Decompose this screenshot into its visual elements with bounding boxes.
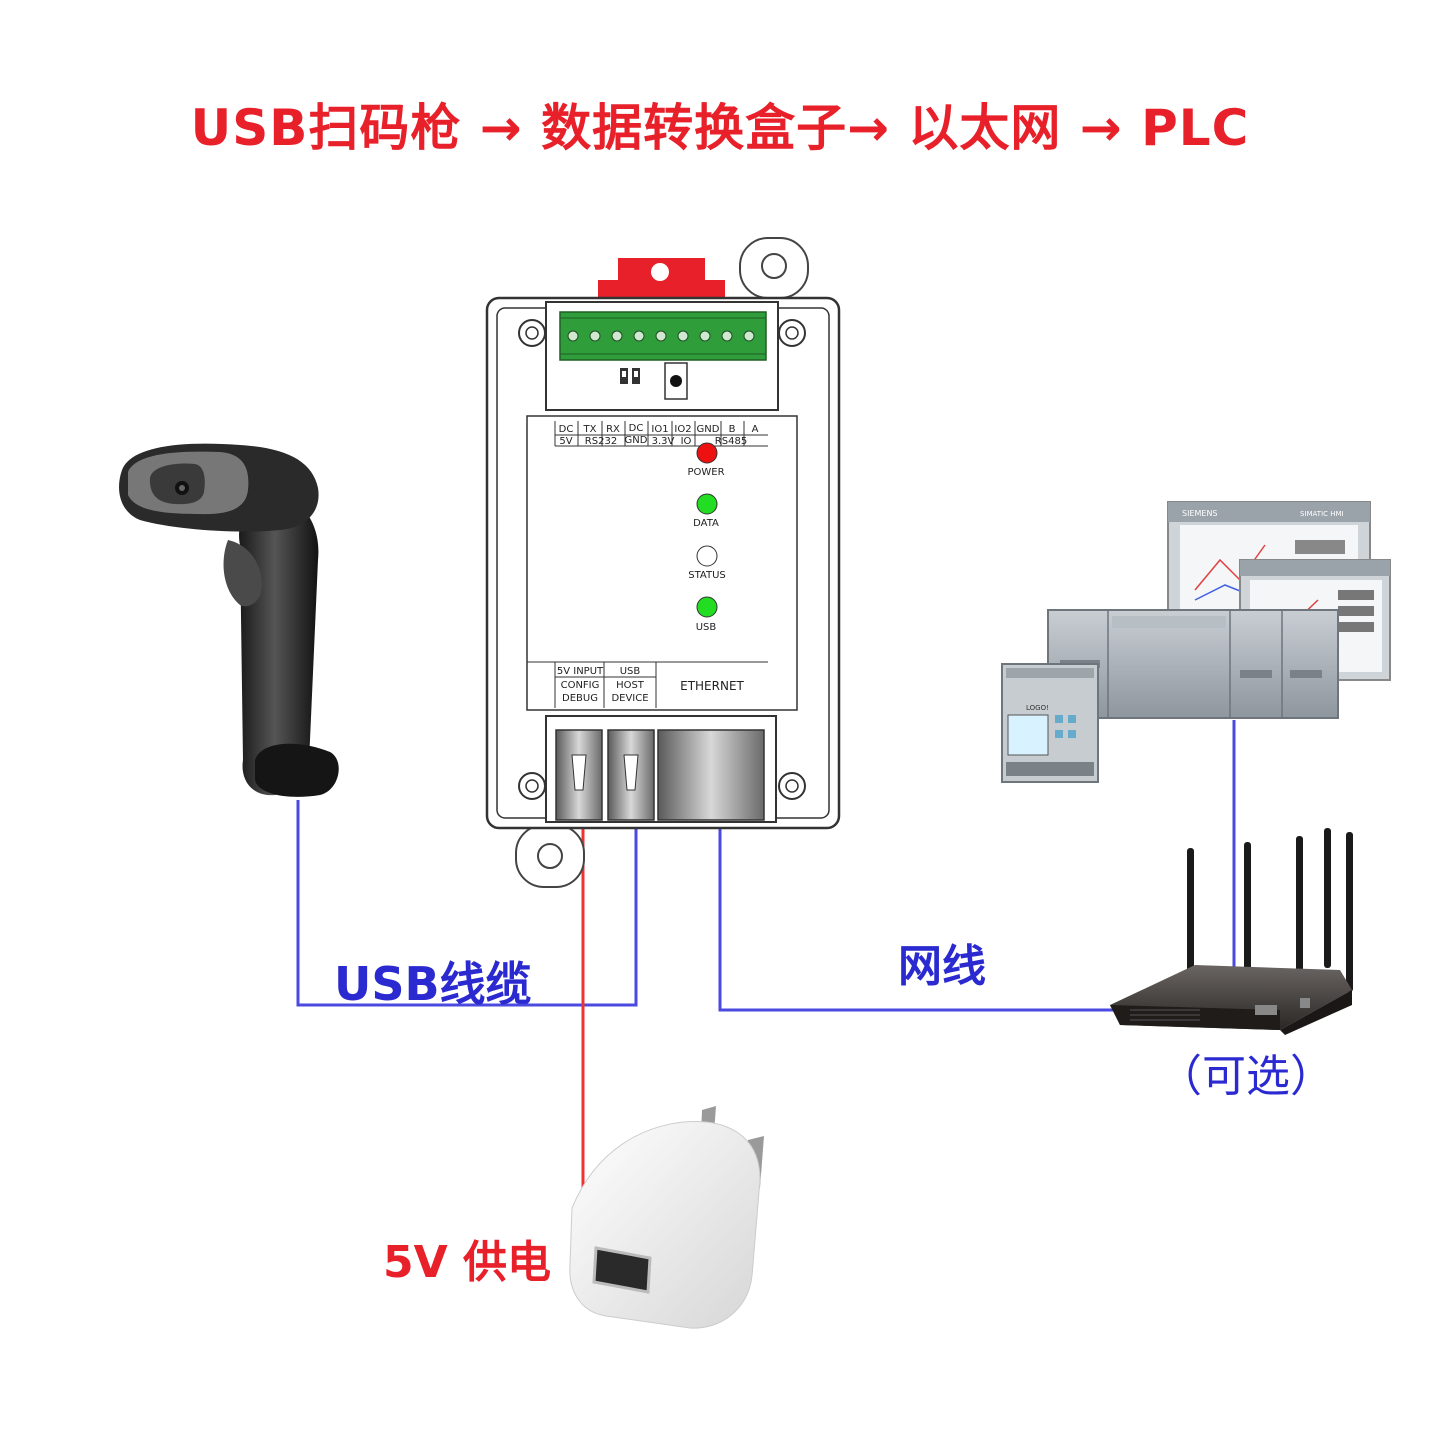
power-led [696, 442, 718, 464]
panel-labels: DC TX RX DC IO1 IO2 GND B A 5V RS232 GND… [557, 423, 759, 704]
port-label: CONFIG [561, 680, 600, 691]
terminal-group-label: IO [681, 436, 692, 447]
network-cable-label: 网线 [898, 941, 986, 992]
terminal-group-label: GND [625, 435, 648, 446]
plc-hmi-image: SIEMENS SIMATIC HMI LOGO! [1001, 501, 1391, 783]
terminal-group-label: 3.3V [652, 436, 675, 447]
terminal-label: IO1 [651, 424, 668, 435]
logo-text: LOGO! [1026, 704, 1049, 712]
dip-switch [620, 368, 640, 384]
port-label: USB [620, 666, 641, 677]
usb-cable-label: USB线缆 [334, 957, 532, 1011]
usb-cable-wire [296, 800, 638, 1007]
converter-box [485, 237, 841, 888]
data-led [696, 493, 718, 515]
hmi-brand: SIEMENS [1182, 509, 1218, 518]
terminal-label: TX [583, 424, 597, 435]
usb-led-label: USB [696, 622, 717, 633]
terminal-label: RX [606, 424, 620, 435]
ethernet-label: ETHERNET [680, 679, 744, 693]
terminal-group-label: RS232 [585, 436, 617, 447]
network-cable-wire [718, 822, 1120, 1012]
port-label: HOST [616, 680, 645, 691]
port-label: DEVICE [611, 693, 648, 704]
wires [296, 720, 1236, 1192]
status-led [696, 545, 718, 567]
terminal-label: DC [559, 424, 574, 435]
usb-led [696, 596, 718, 618]
port-label: 5V INPUT [557, 666, 604, 677]
terminal-label: IO2 [674, 424, 691, 435]
terminal-group-label: 5V [559, 436, 572, 447]
hmi-model: SIMATIC HMI [1300, 510, 1344, 518]
charger-image [569, 1106, 764, 1329]
ethernet-port [657, 729, 765, 821]
optional-label: （可选） [1158, 1051, 1334, 1102]
diagram-title: USB扫码枪 → 数据转换盒子→ 以太网 → PLC [190, 99, 1250, 157]
terminal-group-label: RS485 [715, 436, 747, 447]
terminal-label: B [729, 424, 736, 435]
reset-button [664, 362, 688, 400]
router-image [1110, 828, 1353, 1035]
terminal-label: A [752, 424, 759, 435]
data-led-label: DATA [693, 518, 719, 529]
port-label: DEBUG [562, 693, 598, 704]
power-led-label: POWER [687, 467, 724, 478]
terminal-screws [567, 330, 755, 342]
barcode-scanner-image [119, 443, 339, 797]
terminal-label: GND [697, 424, 720, 435]
status-led-label: STATUS [688, 570, 726, 581]
terminal-label: DC [629, 423, 644, 434]
power-label: 5V 供电 [383, 1237, 551, 1288]
